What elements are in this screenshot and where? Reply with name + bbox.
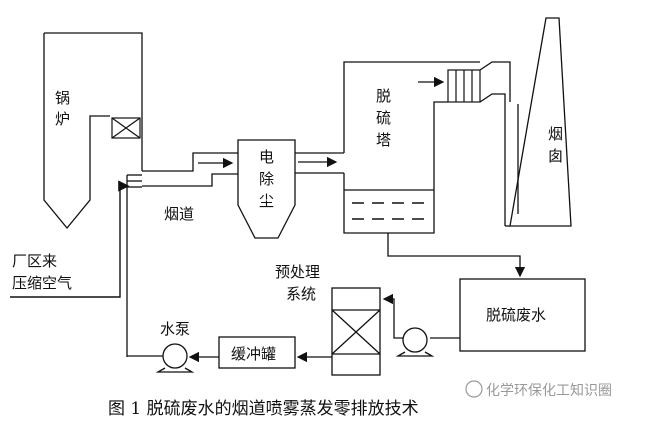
tower-label-1: 脱 xyxy=(376,87,391,105)
watermark: 化学环保化工知识圈 xyxy=(465,380,612,399)
water-pump xyxy=(127,343,195,373)
flue-label: 烟道 xyxy=(164,205,194,223)
tower-label-3: 塔 xyxy=(376,131,391,149)
figure-caption: 图 1 脱硫废水的烟道喷雾蒸发零排放技术 xyxy=(108,399,419,419)
gas-heat-exchanger xyxy=(447,61,481,103)
compressed-air-line xyxy=(10,180,130,298)
flue-duct xyxy=(142,152,238,187)
precipitator-label-3: 尘 xyxy=(259,192,274,210)
wastewater-tank xyxy=(459,278,586,352)
air-label-1: 厂区来 xyxy=(12,252,57,270)
watermark-text: 化学环保化工知识圈 xyxy=(486,382,612,399)
feed-pump xyxy=(382,293,460,357)
tower-inlet-duct xyxy=(295,152,344,174)
pretreat-label-1: 预处理 xyxy=(275,263,320,281)
chimney-label-1: 烟 xyxy=(548,125,563,143)
boiler-label-1: 锅 xyxy=(55,89,70,107)
pretreatment-system xyxy=(331,287,381,376)
buffer-label: 缓冲罐 xyxy=(231,345,276,363)
chimney-label-2: 囱 xyxy=(548,147,563,165)
boiler-label-2: 炉 xyxy=(55,110,70,128)
buffer-tank xyxy=(218,336,296,369)
precipitator-label-2: 除 xyxy=(259,170,274,188)
electrostatic-precipitator xyxy=(237,139,296,239)
spray-nozzles xyxy=(126,174,142,357)
wastewater-drain-line xyxy=(387,233,526,278)
watermark-logo-icon xyxy=(465,380,483,398)
air-preheater xyxy=(111,117,141,139)
pretreat-label-2: 系统 xyxy=(286,285,316,303)
chimney xyxy=(509,17,572,227)
air-label-2: 压缩空气 xyxy=(12,274,72,292)
wastewater-label: 脱硫废水 xyxy=(486,306,546,324)
chimney-duct xyxy=(479,61,519,227)
pump-label: 水泵 xyxy=(160,320,190,338)
desulfurization-tower xyxy=(343,61,448,234)
tower-label-2: 硫 xyxy=(376,109,391,127)
boiler xyxy=(43,32,143,230)
slurry-level xyxy=(352,202,424,220)
precipitator-label-1: 电 xyxy=(259,148,274,166)
